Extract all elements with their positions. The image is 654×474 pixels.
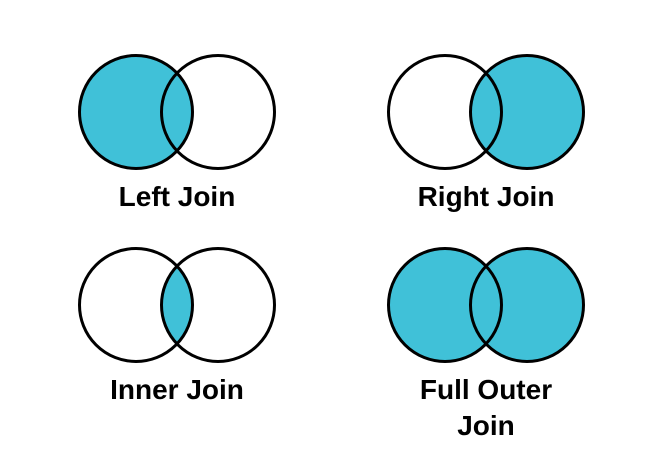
full-outer-join-label: Full Outer Join: [419, 374, 553, 441]
inner-join-label: Inner Join: [110, 374, 244, 405]
left-circle-fill: [79, 55, 193, 169]
full-outer-join-diagram: Full Outer Join: [326, 244, 646, 444]
right-circle-outline: [160, 54, 276, 170]
right-circle-outline: [160, 247, 276, 363]
venn-inner-join: [78, 247, 276, 363]
venn-left-join: [78, 54, 276, 170]
venn-full-outer-join: [387, 247, 585, 363]
left-circle-outline: [387, 247, 503, 363]
right-join-label: Right Join: [417, 181, 555, 212]
right-circle-outline: [469, 54, 585, 170]
left-circle-fill: [388, 248, 502, 362]
right-circle-fill: [470, 248, 584, 362]
left-join-diagram: Left Join: [17, 51, 337, 215]
left-circle-outline: [78, 247, 194, 363]
venn-right-join: [387, 54, 585, 170]
right-circle-fill: [470, 55, 584, 169]
right-circle-outline: [469, 247, 585, 363]
left-circle-outline: [78, 54, 194, 170]
right-join-diagram: Right Join: [326, 51, 646, 215]
left-circle-outline: [387, 54, 503, 170]
inner-join-diagram: Inner Join: [17, 244, 337, 408]
left-join-label: Left Join: [118, 181, 236, 212]
